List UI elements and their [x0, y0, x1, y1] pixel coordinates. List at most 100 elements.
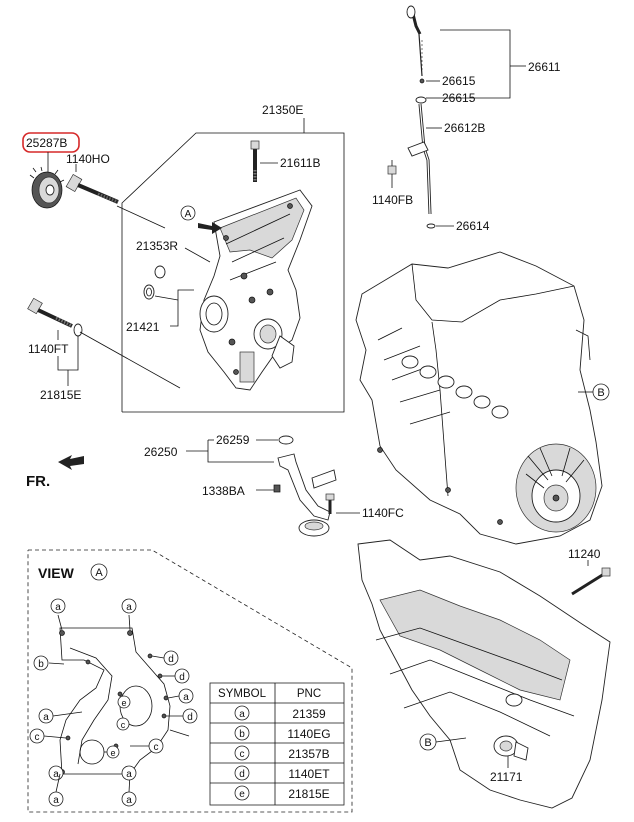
ref-b-marker-top-label: B: [597, 387, 604, 399]
callout-d1: d: [168, 654, 174, 665]
view-a-marker: [180, 205, 196, 221]
view-a-title-marker: [90, 563, 108, 581]
stud-bolt: [250, 140, 260, 182]
callout-d3: d: [187, 712, 193, 723]
table-row-pnc: 1140EG: [287, 727, 330, 741]
label-1338BA[interactable]: 1338BA: [202, 484, 245, 498]
bolt-11240: [571, 572, 605, 596]
intake-ports: [401, 355, 509, 419]
callout-d2: d: [179, 672, 185, 683]
view-direction-arrow: [198, 222, 222, 234]
o-ring-26614: [426, 223, 436, 229]
view-a-crank-bore: [79, 739, 105, 765]
label-26612B[interactable]: 26612B: [444, 121, 485, 135]
oil-pan: B: [357, 539, 611, 809]
oil-seal-21353R: [154, 265, 166, 279]
highlight-box: [22, 132, 80, 153]
leader-26250: [207, 440, 274, 463]
view-a-marker-label: A: [185, 209, 192, 220]
view-a-inset: VIEW A a a b: [27, 549, 353, 813]
block-bolt-1: [377, 447, 383, 453]
o-ring-inner: [146, 287, 152, 297]
callout-a8: a: [183, 692, 189, 703]
callout-c1: c: [35, 732, 40, 743]
table-row-pnc: 21815E: [288, 787, 329, 801]
oil-strainer-group: [186, 435, 360, 537]
block-bolt-2: [497, 519, 503, 525]
label-21350E[interactable]: 21350E: [262, 103, 303, 117]
guide-bracket: [407, 141, 429, 157]
label-1140FC[interactable]: 1140FC: [362, 506, 404, 520]
callout-c2: c: [121, 720, 126, 730]
dipstick-guide-tube-inner: [419, 103, 431, 215]
label-21815E[interactable]: 21815E: [40, 388, 81, 402]
timing-cover-group: A: [22, 118, 345, 413]
strainer-bracket: [311, 469, 337, 489]
timing-cover: [199, 189, 313, 391]
callout-a4: a: [53, 769, 59, 780]
table-row-pnc: 21357B: [288, 747, 329, 761]
table-row-pnc: 1140ET: [288, 767, 330, 781]
o-ring-21421: [143, 284, 155, 300]
label-1140FB[interactable]: 1140FB: [372, 193, 413, 207]
callout-e2: e: [110, 748, 115, 758]
block-hose: [575, 329, 591, 361]
label-11240[interactable]: 11240: [568, 547, 601, 561]
label-1140FT[interactable]: 1140FT: [28, 342, 69, 356]
label-21171[interactable]: 21171: [490, 770, 523, 784]
callout-a3: a: [43, 712, 49, 723]
bolt-11240-head: [601, 567, 611, 577]
label-26611[interactable]: 26611: [528, 60, 561, 74]
callout-a6: a: [126, 795, 132, 806]
callout-e1: e: [121, 698, 126, 708]
callout-b1: b: [38, 659, 44, 670]
label-26614[interactable]: 26614: [456, 219, 490, 233]
view-a-title-marker-label: A: [95, 567, 103, 579]
leader-21421: [170, 289, 194, 327]
group-enclosure: [121, 132, 345, 413]
table-header-pnc: PNC: [297, 688, 321, 700]
label-21353R[interactable]: 21353R: [136, 239, 178, 253]
bolt-1338BA: [273, 484, 281, 493]
view-a-callouts: a a b a c a a a a d d a d e: [29, 598, 198, 807]
table-row-symbol: b: [239, 729, 245, 740]
leader-26611: [440, 29, 511, 99]
table-row-symbol: a: [239, 709, 245, 720]
table-row-symbol: d: [239, 769, 245, 780]
label-21421[interactable]: 21421: [126, 320, 160, 334]
label-26259[interactable]: 26259: [216, 433, 250, 447]
o-ring-26615b: [415, 96, 427, 104]
label-26615-upper[interactable]: 26615: [442, 74, 476, 88]
pulley-axis: [116, 205, 166, 229]
callout-a7: a: [126, 769, 132, 780]
front-label: FR.: [26, 473, 50, 490]
callout-a5: a: [53, 795, 59, 806]
label-26615-lower[interactable]: 26615: [442, 91, 476, 105]
gasket-26259: [278, 435, 294, 445]
table-row-symbol: c: [240, 749, 245, 760]
block-bolt-3: [445, 487, 451, 493]
callout-c3: c: [154, 742, 159, 753]
callout-a1: a: [55, 602, 61, 613]
ref-b-marker-bottom-label: B: [424, 737, 431, 749]
label-21611B[interactable]: 21611B: [280, 156, 320, 170]
bolt-1140FC-head: [325, 493, 335, 501]
label-25287B[interactable]: 25287B: [26, 136, 67, 150]
leader-21421-b: [154, 295, 179, 301]
view-a-frame: [27, 549, 353, 813]
label-1140HO[interactable]: 1140HO: [66, 152, 110, 166]
bolt-axis-line: [79, 331, 181, 389]
leader-21353R: [184, 247, 211, 263]
dipstick-blade: [418, 33, 423, 77]
bolt-1140FB: [387, 165, 397, 175]
strainer-pipe: [277, 453, 331, 521]
label-26250[interactable]: 26250: [144, 445, 178, 459]
table-row-symbol: e: [239, 789, 245, 800]
crankshaft-pulley: [29, 166, 65, 209]
front-indicator: FR.: [26, 455, 84, 490]
callout-a2: a: [126, 602, 132, 613]
cover-bolt: [27, 297, 83, 337]
pulley-bolt: [65, 173, 119, 204]
